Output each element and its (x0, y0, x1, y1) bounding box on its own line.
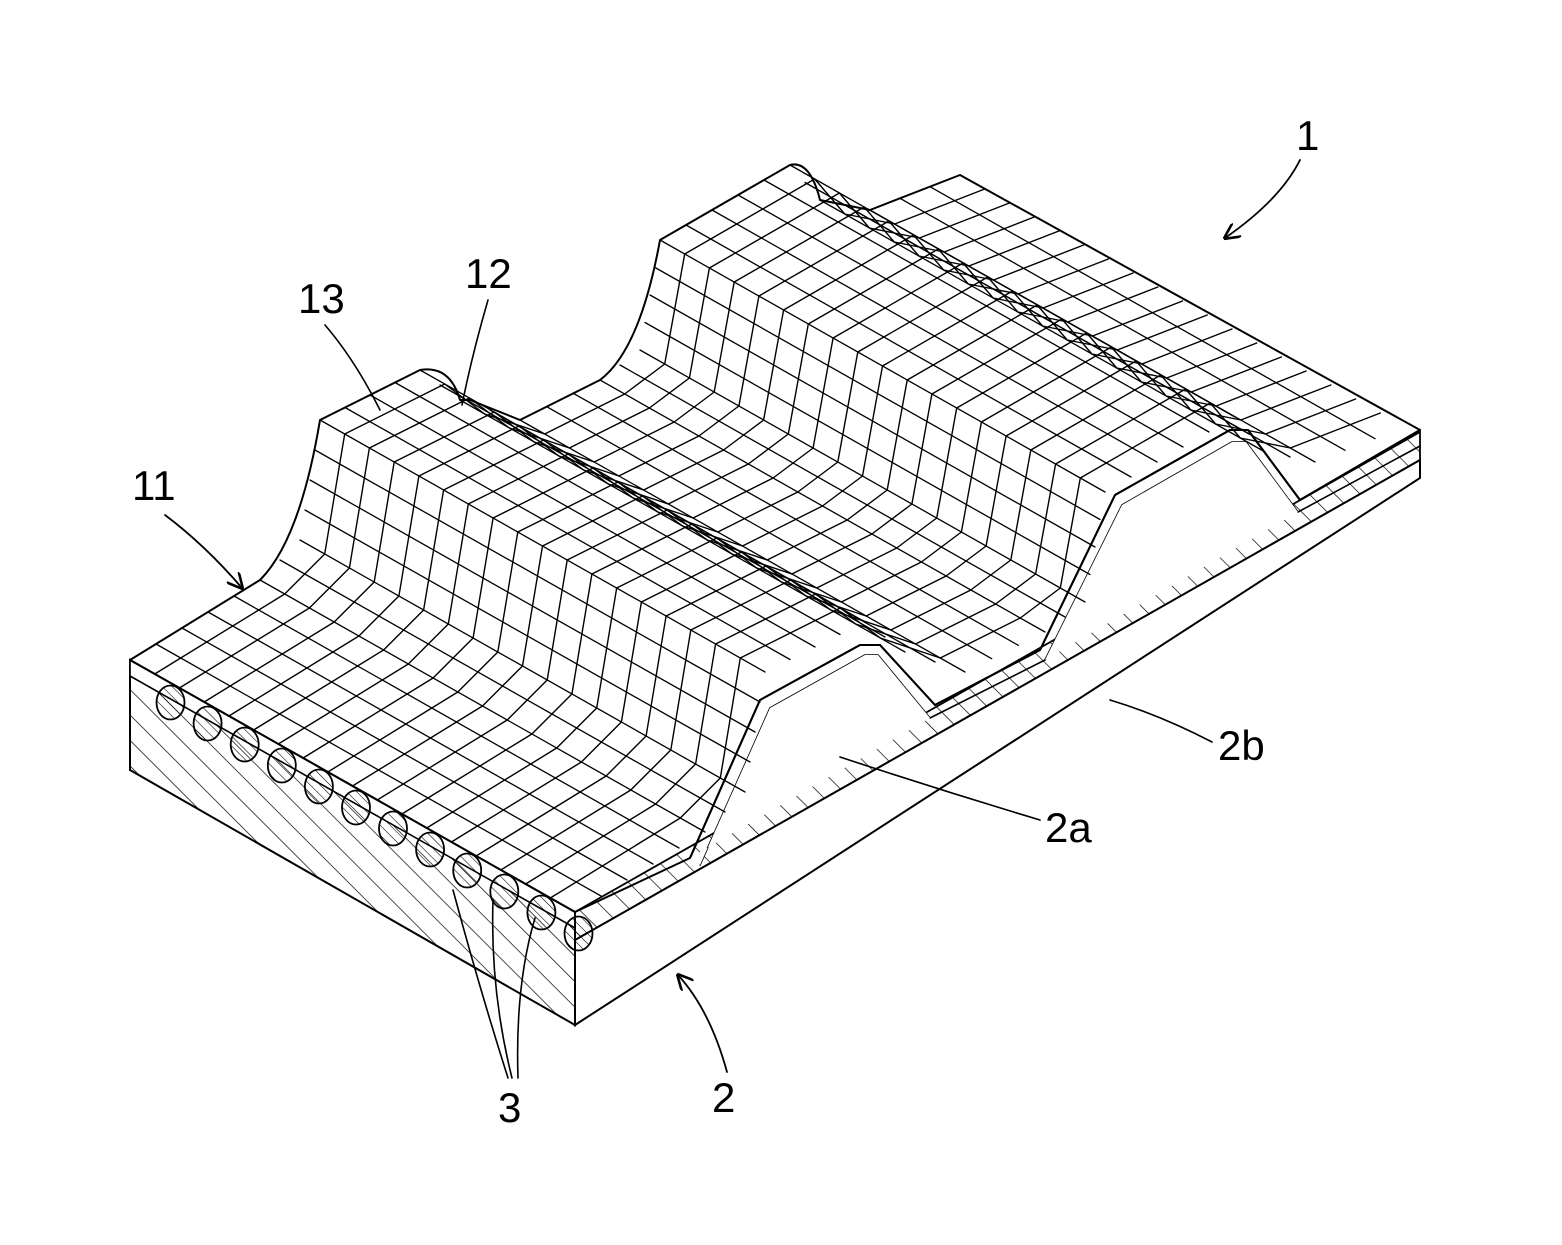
fabric-grid-line-long (155, 179, 985, 674)
fabric-grid-line-trans (845, 205, 1290, 457)
fabric-grid-line-trans (280, 560, 725, 812)
tension-cord (416, 833, 444, 867)
fabric-grid-line-trans (640, 350, 1085, 602)
fabric-grid-line-trans (650, 295, 1095, 547)
fabric-grid-line-long (278, 249, 1108, 744)
fabric-grid-line-trans (305, 510, 750, 762)
label-13: 13 (298, 275, 380, 410)
label-12: 12 (462, 250, 512, 405)
tension-cord (157, 686, 185, 720)
label-13-text: 13 (298, 275, 345, 322)
tension-cord (453, 854, 481, 888)
tension-cord (490, 875, 518, 909)
fabric-grid-line-trans (660, 240, 1105, 492)
tension-cord (305, 770, 333, 804)
label-3-text: 3 (498, 1084, 521, 1131)
tension-cord (231, 728, 259, 762)
fabric-grid-line-trans (300, 540, 745, 792)
tension-cord (379, 812, 407, 846)
label-1-text: 1 (1296, 112, 1319, 159)
label-11: 11 (132, 462, 242, 588)
label-1: 1 (1225, 112, 1319, 238)
fabric-grid-line-long (254, 235, 1084, 730)
fabric-grid-line-long (179, 193, 1009, 688)
label-12-text: 12 (465, 250, 512, 297)
label-2b-text: 2b (1218, 722, 1265, 769)
fabric-grid-line-trans (460, 400, 905, 652)
tension-cord (342, 791, 370, 825)
fabric-grid-line-trans (320, 420, 765, 672)
tension-cord (527, 896, 555, 930)
label-2-text: 2 (712, 1074, 735, 1121)
tension-cord (565, 917, 593, 951)
fabric-grid-line-trans (764, 180, 1209, 432)
label-11-text: 11 (132, 462, 176, 509)
label-2: 2 (678, 975, 735, 1121)
tension-cord (268, 749, 296, 783)
tension-cord (194, 707, 222, 741)
fabric-grid-line-trans (655, 268, 1100, 520)
label-2b: 2b (1110, 700, 1265, 769)
label-2a-text: 2a (1045, 804, 1092, 851)
fabric-grid-line-long (229, 221, 1059, 716)
fabric-grid-line-trans (600, 380, 1045, 632)
fabric-grid-line-trans (395, 383, 840, 635)
